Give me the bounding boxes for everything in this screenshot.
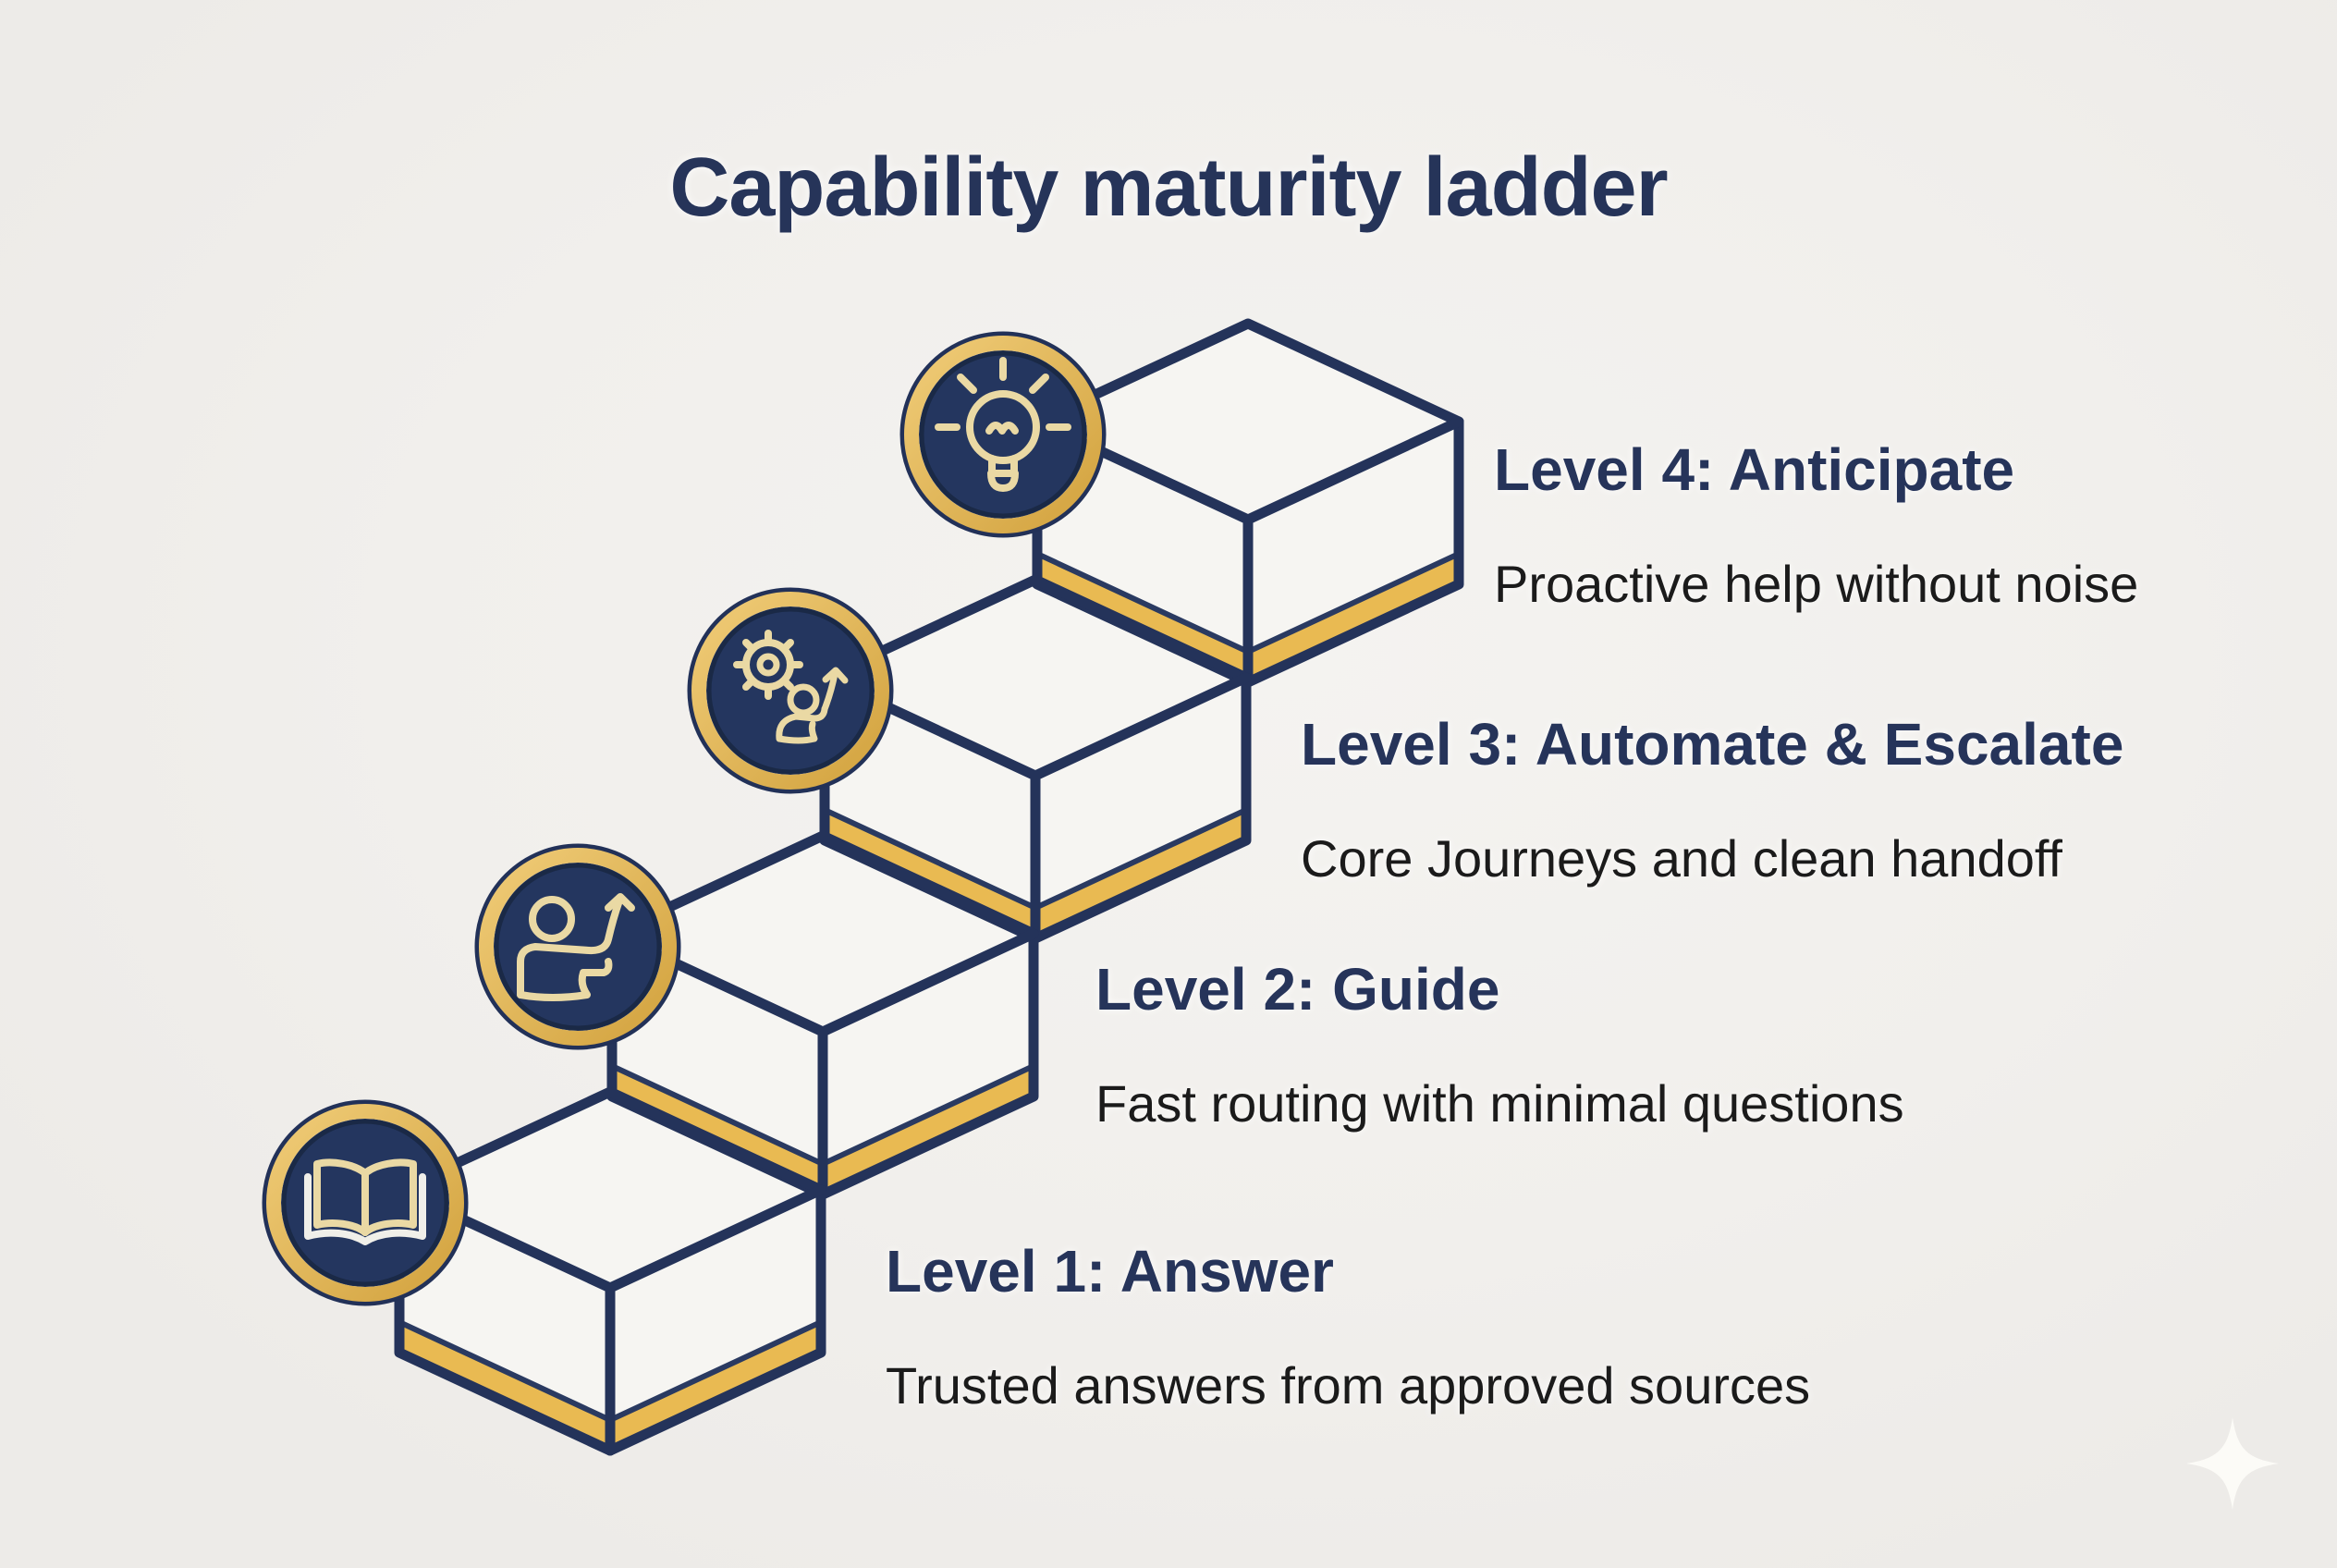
gear-person-arrow-icon (733, 630, 849, 744)
level-4-text-block: Level 4: Anticipate Proactive help witho… (1494, 435, 2138, 614)
four-point-star-icon (2186, 1417, 2279, 1510)
level-3-badge (687, 587, 894, 794)
level-2-text-block: Level 2: Guide Fast routing with minimal… (1095, 954, 1904, 1133)
level-4-description: Proactive help without noise (1494, 555, 2139, 613)
level-2-heading: Level 2: Guide (1095, 956, 1500, 1023)
level-3-description: Core Journeys and clean handoff (1301, 829, 2062, 888)
level-2-badge (474, 843, 681, 1050)
level-4-badge (899, 331, 1107, 538)
level-3-heading: Level 3: Automate & Escalate (1301, 711, 2124, 778)
level-1-heading: Level 1: Answer (886, 1238, 1334, 1305)
person-raising-hand-arrow-icon (517, 893, 635, 1001)
level-3-text-block: Level 3: Automate & Escalate Core Journe… (1301, 709, 2123, 888)
level-1-text-block: Level 1: Answer Trusted answers from app… (886, 1236, 1810, 1415)
level-4-heading: Level 4: Anticipate (1494, 436, 2015, 503)
page-title: Capability maturity ladder (669, 141, 1668, 234)
level-2-description: Fast routing with minimal questions (1095, 1074, 1904, 1133)
level-1-description: Trusted answers from approved sources (886, 1356, 1811, 1415)
lightbulb-idea-icon (935, 357, 1071, 492)
level-1-badge (262, 1099, 469, 1306)
staircase-cubes (399, 324, 1459, 1451)
open-book-icon (304, 1158, 426, 1245)
